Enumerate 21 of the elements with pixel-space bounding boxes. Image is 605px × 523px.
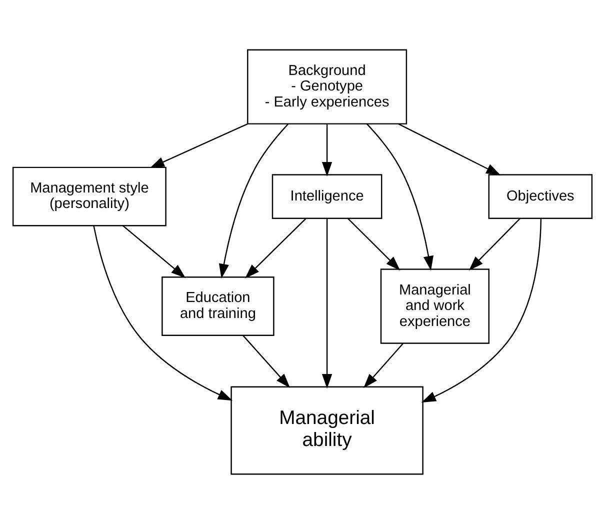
node-box: Intelligence xyxy=(272,174,382,218)
arrow xyxy=(468,218,521,270)
node-box: Education and training xyxy=(162,276,274,336)
arrow xyxy=(242,334,290,388)
node-box: Management style (personality) xyxy=(12,166,166,226)
arrow xyxy=(322,124,332,176)
arrow xyxy=(245,218,306,278)
node-box: Objectives xyxy=(488,174,593,218)
arrow xyxy=(421,218,542,402)
arrow xyxy=(218,123,289,278)
arrow xyxy=(398,123,501,175)
arrow xyxy=(364,342,404,388)
arrow xyxy=(122,224,186,278)
arrow xyxy=(150,122,248,168)
arrow xyxy=(322,218,332,388)
arrow xyxy=(366,122,434,270)
node-box: Managerial ability xyxy=(230,386,424,474)
node-box: Background - Genotype - Early experiences xyxy=(247,48,408,124)
arrow xyxy=(93,225,233,400)
arrow xyxy=(347,218,400,270)
node-box: Managerial and work experience xyxy=(380,268,490,344)
